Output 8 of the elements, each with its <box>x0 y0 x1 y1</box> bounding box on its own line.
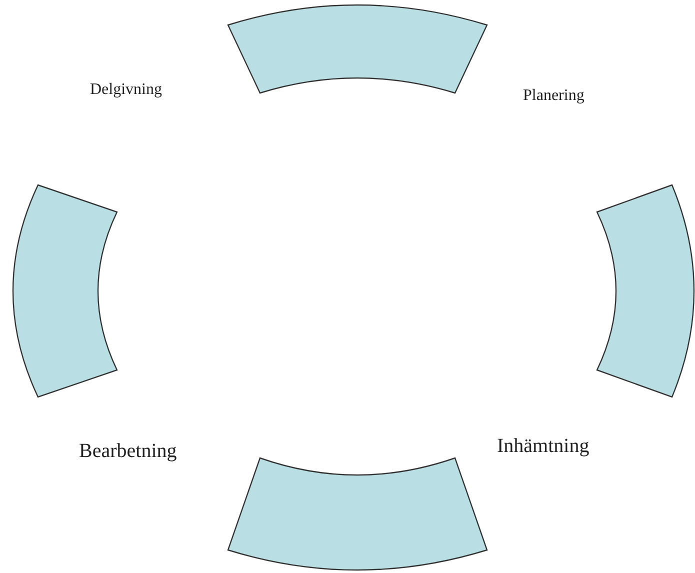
arc-segment <box>11 183 119 399</box>
stage-label: Inhämtning <box>497 434 590 459</box>
arc-segment <box>595 183 695 399</box>
stage-label: Delgivning <box>90 80 162 100</box>
arc-segment <box>226 456 490 572</box>
arc-segment <box>226 3 490 96</box>
stage-label: Planering <box>523 86 584 106</box>
stage-label: Bearbetning <box>79 439 177 464</box>
